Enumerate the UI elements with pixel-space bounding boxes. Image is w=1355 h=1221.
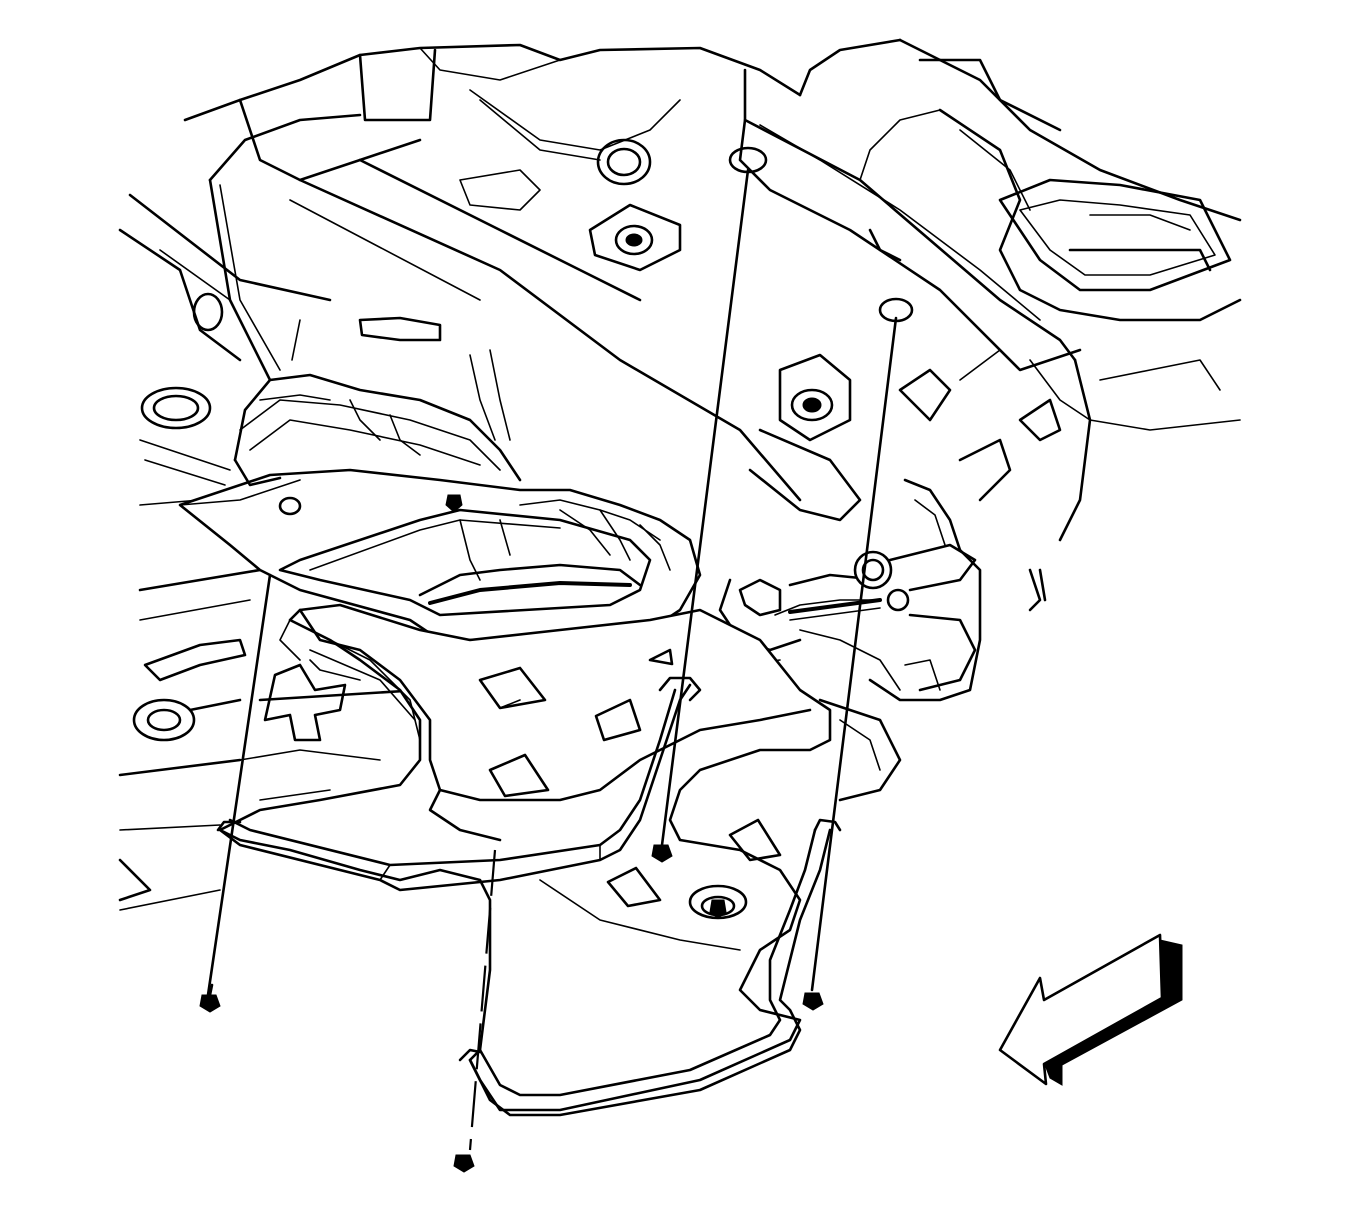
rear-shield-fastener-right bbox=[802, 316, 898, 1011]
front-shield-fastener bbox=[199, 319, 301, 1013]
lower-shield-fastener bbox=[453, 849, 497, 1173]
direction-arrow-icon bbox=[998, 933, 1183, 1086]
rear-shield-fastener-left bbox=[651, 168, 750, 863]
upper-heat-shield bbox=[178, 373, 702, 642]
underbody-frame bbox=[118, 38, 1242, 911]
